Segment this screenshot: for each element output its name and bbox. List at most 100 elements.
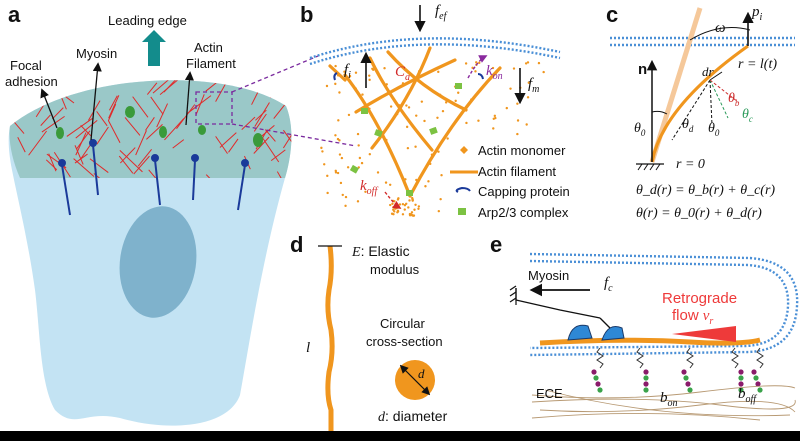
leading-edge-arrow [142,30,166,66]
clutch-spring [731,347,739,369]
e-bon-label: bon [660,390,678,409]
actin-monomer-dot [465,121,468,125]
actin-network-line [282,133,292,149]
leading-edge-label: Leading edge [108,13,187,28]
focal-adhesion-pointer [40,88,58,129]
c-base-hatch [637,163,661,171]
c-dashed-2 [709,79,713,126]
actin-monomer-dot [492,127,495,130]
panel-c: c n θ0 pi ω dr θb θc [606,2,795,221]
c-omega-arc [689,27,751,41]
actin-monomer-dot [509,87,512,90]
clutch-bead [757,387,763,393]
c-theta-b-label: θb [728,91,740,108]
actin-network-line [74,145,84,165]
actin-network-line [107,120,121,143]
actin-monomer-dot [526,96,530,99]
actin-network-line [172,139,185,149]
actin-monomer-dot [384,181,388,184]
actin-network-line [17,137,26,153]
panel-c-letter: c [606,2,618,27]
actin-monomer-dot [376,171,380,174]
actin-monomer-dot [396,211,399,214]
c-equation-2: θ(r) = θ_0(r) + θ_d(r) [636,206,762,221]
actin-network-line [253,136,270,154]
clutch-spring [596,347,604,369]
actin-monomer-dot [358,156,362,160]
clutch-spring [756,347,764,369]
actin-network-line [255,109,267,121]
legend-monomer-symbol [460,146,468,154]
actin-network-line [264,129,276,142]
actin-monomer-dot [415,114,418,117]
clutch-bead [595,381,601,387]
actin-network-line [93,173,115,178]
clutch-bead [738,375,744,381]
zoom-line-top [231,55,319,93]
c-dashed-4 [709,79,739,103]
actin-network-line [109,95,118,111]
actin-network-line [48,153,57,172]
d-l-label: l [306,340,310,356]
actin-monomer-dot [407,206,410,209]
actin-monomer-dot [389,203,392,207]
actin-monomer-dot [406,146,410,150]
legend: Actin monomer Actin filament Capping pro… [450,143,570,220]
clutch-spring [636,347,644,369]
membrane-inner [309,43,561,66]
actin-monomer-dot [361,93,364,96]
clutch-bead [643,375,649,381]
actin-monomer-dot [405,125,409,129]
actin-monomer-dot [326,174,329,178]
actin-monomer-dot [368,78,371,82]
actin-monomer-dot [516,119,520,122]
actin-network-line [119,149,143,173]
actin-monomer-dot [411,198,414,202]
c-dashed-3 [709,79,729,119]
actin-monomer-dot [392,206,395,209]
c-theta-d-label: θd [682,117,694,134]
actin-monomer-dot [405,104,408,107]
actin-network-line [41,115,65,133]
d-cross-label-2: cross-section [366,334,443,349]
actin-monomer-dot [437,150,440,153]
actin-network-line [51,107,64,120]
actin-network-line [241,116,256,131]
actin-network-line [215,80,231,102]
legend-capping-symbol [455,186,471,193]
actin-label-1: Actin [194,40,223,55]
nucleus [119,206,197,318]
actin-monomer-dot [414,145,417,148]
actin-monomer-dot [408,199,411,202]
actin-monomer-dot [357,144,360,147]
actin-network-line [159,80,178,96]
actin-monomer-dot [368,74,371,77]
actin-monomer-dot [339,181,343,185]
actin-monomer-dot [414,203,417,207]
actin-network-line [270,149,286,162]
actin-monomer-dot [405,202,408,205]
c-omega-label: ω [715,20,726,36]
actin-monomer-dot [383,67,386,70]
e-myosin-label: Myosin [528,268,569,283]
actin-monomer-dot [356,200,360,203]
actin-monomer-dot [437,209,441,213]
panel-e-letter: e [490,232,502,257]
bottom-bar [0,431,800,441]
e-membrane-outer [529,252,799,357]
actin-monomer-dot [493,114,497,118]
actin-network-line [283,129,292,149]
actin-monomer-dot [505,106,508,110]
actin-monomer-dot [323,163,326,166]
actin-network-line [186,95,212,114]
actin-network-line [96,126,109,145]
clutch-bead [755,381,761,387]
capping-proteins [333,72,484,81]
actin-monomer-dot [398,203,402,206]
actin-monomer-dot [411,214,415,217]
actin-network-line [152,80,173,94]
actin-network-line [75,119,98,139]
